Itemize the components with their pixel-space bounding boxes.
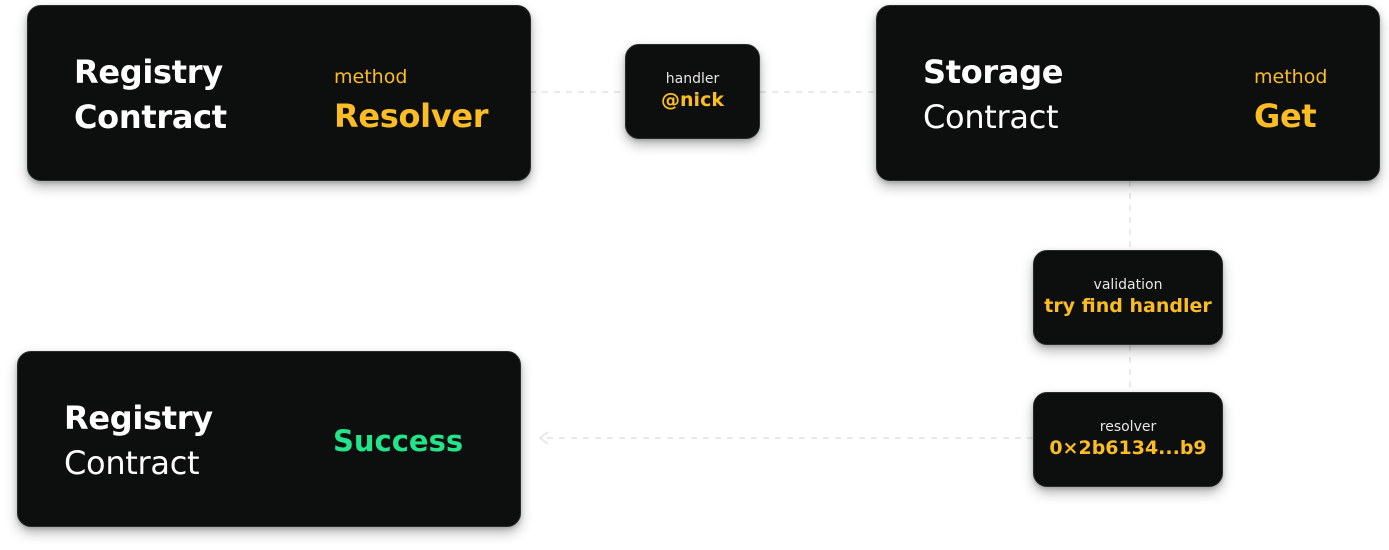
registry-contract-result-card: Registry Contract Success (17, 351, 521, 527)
storage-title-line1: Storage (923, 53, 1064, 91)
storage-method-value: Get (1254, 97, 1317, 135)
registry-result-title: Registry Contract (64, 396, 213, 486)
registry-title-line2: Contract (74, 98, 227, 136)
validation-label: validation (1093, 277, 1163, 293)
storage-title-line2: Contract (923, 98, 1059, 136)
storage-contract-card: Storage Contract method Get (876, 5, 1380, 181)
registry-method-value: Resolver (334, 97, 489, 135)
handler-pill: handler @nick (625, 44, 760, 139)
registry-result-title-line2: Contract (64, 444, 200, 482)
arrow-head-registry (538, 431, 549, 445)
resolver-value: 0×2b6134...b9 (1049, 437, 1207, 459)
registry-title-line1: Registry (74, 53, 223, 91)
resolver-pill: resolver 0×2b6134...b9 (1033, 392, 1223, 487)
validation-value: try find handler (1044, 295, 1212, 317)
registry-method-label: method (334, 66, 408, 88)
success-status: Success (333, 424, 464, 458)
handler-value: @nick (661, 89, 724, 111)
registry-contract-call-card: Registry Contract method Resolver (27, 5, 531, 181)
validation-pill: validation try find handler (1033, 250, 1223, 345)
registry-contract-title: Registry Contract (74, 50, 227, 140)
storage-contract-title: Storage Contract (923, 50, 1064, 140)
storage-method-label: method (1254, 66, 1328, 88)
resolver-label: resolver (1099, 419, 1157, 435)
handler-label: handler (665, 71, 720, 87)
registry-result-title-line1: Registry (64, 399, 213, 437)
